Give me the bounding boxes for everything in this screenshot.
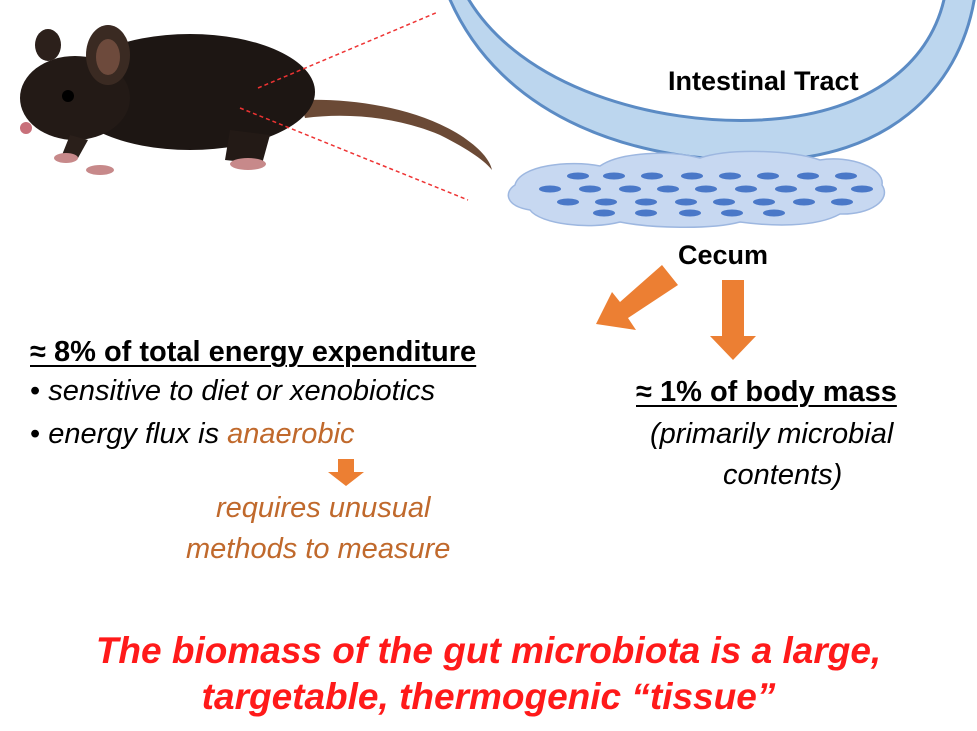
body-mass-line-2: contents)	[723, 459, 843, 491]
cecum-shape	[507, 150, 885, 228]
microbe-dot	[797, 172, 819, 180]
mouse-eye	[62, 90, 74, 102]
mouse-front-paw	[54, 153, 78, 163]
arrow-to-right-block	[710, 280, 756, 360]
bullet-anaerobic: • energy flux is anaerobic	[30, 418, 355, 451]
microbe-dot	[757, 172, 779, 180]
anaerobic-highlight: anaerobic	[227, 418, 355, 450]
bullet-anaerobic-prefix: energy flux is	[48, 418, 228, 450]
microbe-dot	[595, 198, 617, 206]
microbe-dot	[539, 185, 561, 193]
microbe-dot	[635, 198, 657, 206]
note-line-1: requires unusual	[216, 492, 431, 524]
microbe-dot	[775, 185, 797, 193]
bullet-diet-text: sensitive to diet or xenobiotics	[48, 375, 436, 407]
microbe-dot	[713, 198, 735, 206]
cecum-label: Cecum	[678, 240, 769, 270]
bullet-dot: •	[30, 375, 49, 407]
arrow-to-note	[328, 459, 364, 486]
microbe-dot	[635, 209, 657, 217]
microbe-dots	[539, 172, 873, 217]
microbe-dot	[619, 185, 641, 193]
note-line-2: methods to measure	[186, 533, 451, 565]
microbe-dot	[641, 172, 663, 180]
mouse-hind-leg	[225, 130, 270, 164]
mouse-ear-back	[35, 29, 61, 61]
energy-expenditure-heading: ≈ 8% of total energy expenditure	[30, 336, 477, 368]
body-mass-line-1: (primarily microbial	[650, 418, 894, 450]
bullet-dot: •	[30, 418, 49, 450]
microbe-dot	[851, 185, 873, 193]
mouse-hind-paw-2	[86, 165, 114, 175]
mouse-hind-paw	[230, 158, 266, 170]
microbe-dot	[675, 198, 697, 206]
conclusion-line-1: The biomass of the gut microbiota is a l…	[95, 630, 882, 671]
microbe-dot	[815, 185, 837, 193]
microbe-dot	[793, 198, 815, 206]
bullet-diet: • sensitive to diet or xenobiotics	[30, 375, 435, 408]
microbe-dot	[557, 198, 579, 206]
arrow-to-left-block	[596, 265, 678, 330]
microbe-dot	[735, 185, 757, 193]
mouse-front-leg	[62, 135, 88, 158]
microbe-dot	[835, 172, 857, 180]
mouse-nose	[20, 122, 32, 134]
microbe-dot	[831, 198, 853, 206]
microbe-dot	[567, 172, 589, 180]
microbe-dot	[763, 209, 785, 217]
body-mass-heading: ≈ 1% of body mass	[636, 376, 897, 408]
conclusion-line-2: targetable, thermogenic “tissue”	[201, 676, 776, 717]
mouse-tail	[300, 99, 492, 170]
microbe-dot	[679, 209, 701, 217]
microbe-dot	[593, 209, 615, 217]
microbe-dot	[681, 172, 703, 180]
microbe-dot	[721, 209, 743, 217]
intestinal-tract-label: Intestinal Tract	[668, 66, 859, 96]
microbe-dot	[719, 172, 741, 180]
zoom-line-top	[257, 11, 439, 89]
microbe-dot	[695, 185, 717, 193]
mouse-ear-inner	[96, 39, 120, 75]
microbe-dot	[753, 198, 775, 206]
microbe-dot	[603, 172, 625, 180]
microbe-dot	[579, 185, 601, 193]
zoom-line-bottom	[239, 107, 469, 201]
microbe-dot	[657, 185, 679, 193]
mouse-illustration	[20, 25, 492, 175]
intestinal-tract-shape	[448, 0, 976, 162]
